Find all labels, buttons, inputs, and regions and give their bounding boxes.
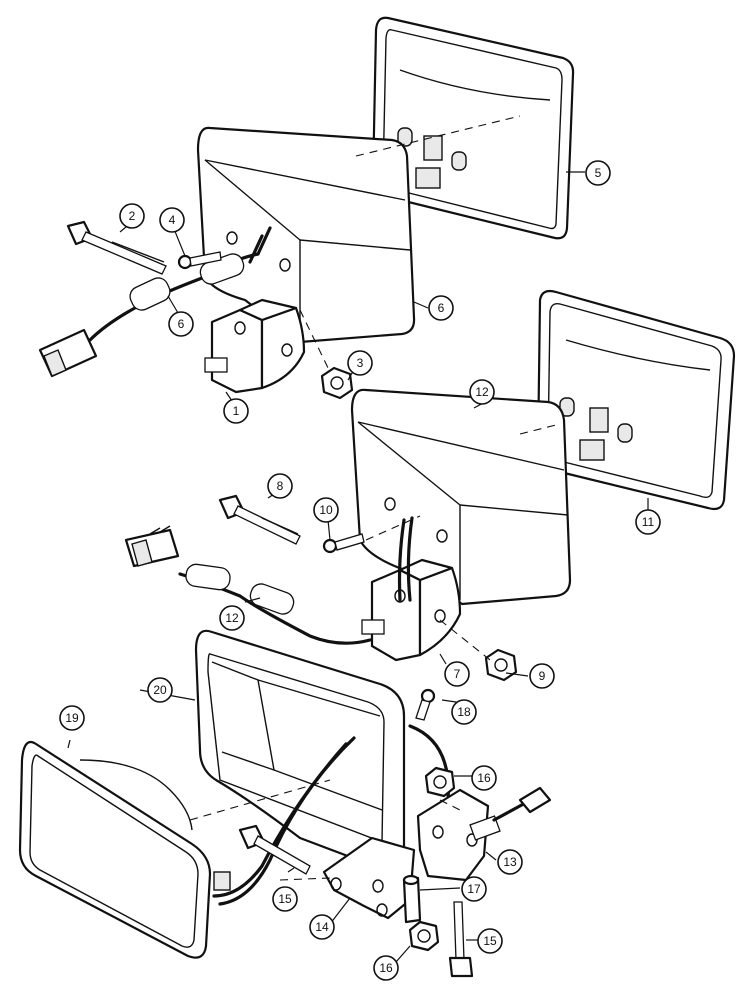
lamp-housing-12 (350, 388, 572, 606)
callout-16-lower: 16 (373, 955, 399, 981)
bolt-8 (218, 494, 301, 545)
svg-text:6: 6 (438, 301, 445, 315)
nut-3 (320, 366, 354, 400)
callout-10: 10 (313, 497, 339, 523)
nut-16-upper (424, 766, 456, 798)
callout-7: 7 (444, 661, 470, 687)
mounting-bracket-7 (361, 558, 462, 662)
bolt-15-lower (448, 901, 474, 978)
callout-16-upper: 16 (471, 765, 497, 791)
screw-4 (177, 251, 222, 270)
svg-text:18: 18 (457, 705, 471, 719)
callout-18: 18 (451, 699, 477, 725)
lamp-lens-19 (18, 740, 212, 959)
svg-text:17: 17 (467, 882, 481, 896)
callout-1: 1 (223, 398, 249, 424)
lamp-housing-6 (196, 126, 416, 344)
bolt-15-upper (238, 824, 311, 875)
callout-6-harness: 6 (168, 311, 194, 337)
lamp-housing-20 (194, 629, 406, 874)
callout-9: 9 (529, 663, 555, 689)
svg-text:7: 7 (454, 667, 461, 681)
svg-text:12: 12 (475, 385, 489, 399)
svg-text:9: 9 (539, 669, 546, 683)
callout-12-housing: 12 (469, 379, 495, 405)
callout-5: 5 (585, 160, 611, 186)
mounting-bracket-14 (322, 836, 416, 920)
svg-text:20: 20 (153, 683, 167, 697)
callout-19: 19 (59, 705, 85, 731)
lamp-lens-11 (536, 289, 736, 511)
nut-9 (484, 648, 518, 682)
callout-11: 11 (635, 509, 661, 535)
svg-text:19: 19 (65, 711, 79, 725)
svg-text:3: 3 (357, 356, 364, 370)
svg-text:12: 12 (225, 611, 239, 625)
svg-text:14: 14 (315, 920, 329, 934)
svg-text:11: 11 (642, 515, 655, 529)
lamp-lens-5 (371, 16, 575, 240)
callout-2: 2 (119, 203, 145, 229)
bolt-2 (66, 220, 167, 275)
wiring-harness-12 (124, 516, 414, 645)
svg-text:1: 1 (233, 404, 240, 418)
nut-16-lower (408, 920, 440, 952)
svg-text:15: 15 (278, 892, 292, 906)
svg-text:2: 2 (129, 209, 136, 223)
svg-text:5: 5 (595, 166, 602, 180)
callout-14: 14 (309, 914, 335, 940)
mounting-bracket-13 (416, 786, 552, 882)
svg-text:10: 10 (319, 503, 333, 517)
callout-8: 8 (267, 473, 293, 499)
svg-text:16: 16 (477, 771, 491, 785)
svg-text:16: 16 (379, 961, 393, 975)
mounting-bracket-1 (204, 298, 306, 394)
callout-6-housing: 6 (428, 295, 454, 321)
svg-text:4: 4 (169, 213, 176, 227)
svg-text:13: 13 (503, 855, 517, 869)
svg-text:6: 6 (178, 317, 185, 331)
callout-3: 3 (347, 350, 373, 376)
callout-15-lower: 15 (477, 928, 503, 954)
svg-text:8: 8 (277, 479, 284, 493)
callout-17: 17 (461, 876, 487, 902)
svg-text:15: 15 (483, 934, 497, 948)
callout-4: 4 (159, 207, 185, 233)
screw-18 (415, 688, 436, 721)
callout-20: 20 (147, 677, 173, 703)
callout-13: 13 (497, 849, 523, 875)
callout-15-upper: 15 (272, 886, 298, 912)
spacer-17 (402, 874, 422, 924)
callout-12-harness: 12 (219, 605, 245, 631)
